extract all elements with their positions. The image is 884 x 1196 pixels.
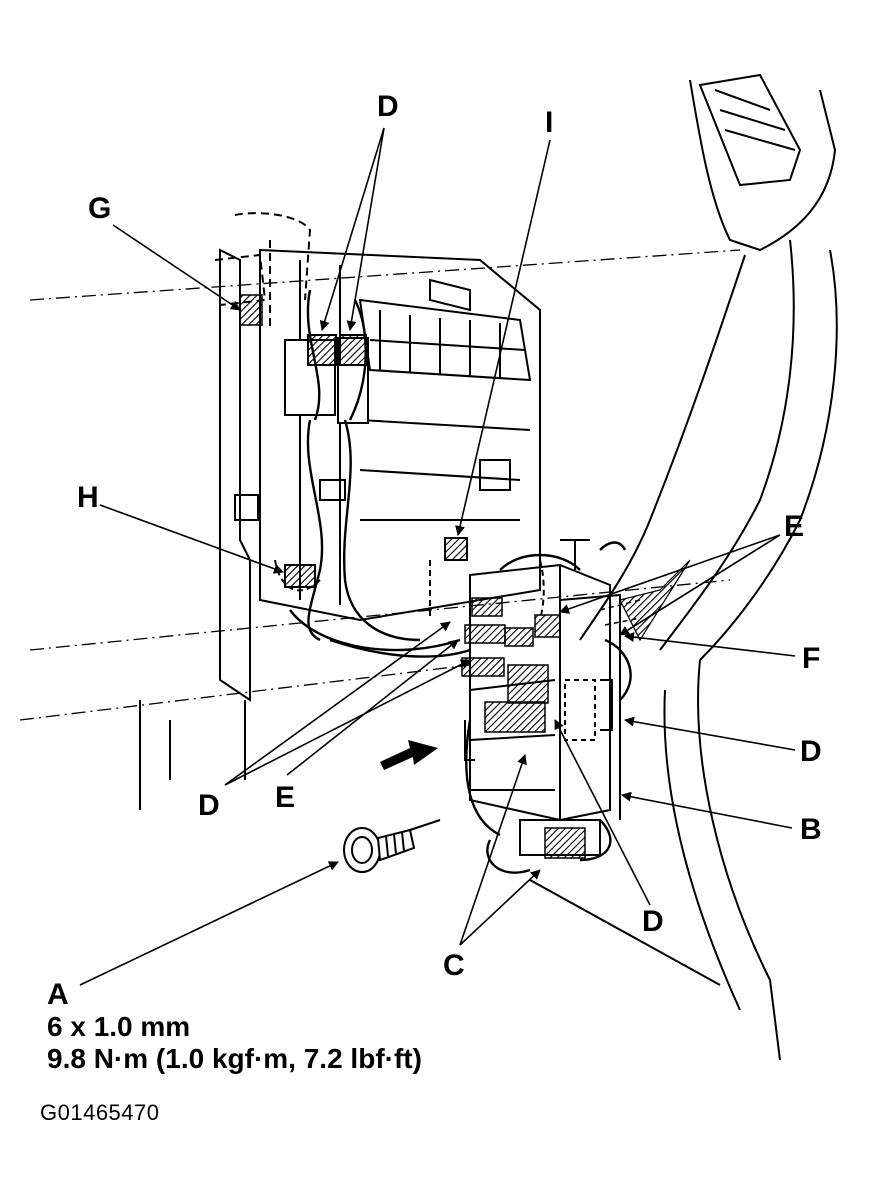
callout-d-left: D: [198, 789, 220, 822]
callout-e-right: E: [784, 510, 805, 543]
reference-lines: [19, 249, 741, 721]
body-panel: [579, 73, 838, 1061]
callout-b: B: [800, 813, 822, 846]
callout-h: H: [77, 481, 99, 514]
bolt-a: [343, 819, 441, 873]
bolt-size: 6 x 1.0 mm: [47, 1011, 191, 1042]
leader-lines: [79, 127, 796, 986]
clip-h: [274, 559, 321, 592]
callout-a: A: [47, 978, 69, 1011]
fuse-box-housing: [139, 248, 541, 810]
bolt-torque: 9.8 N·m (1.0 kgf·m, 7.2 lbf·ft): [47, 1043, 422, 1074]
clip-i: [429, 537, 468, 620]
clip-g-outline: [214, 212, 312, 330]
removal-direction-arrow: [380, 740, 438, 770]
connectors-b: [461, 597, 586, 859]
callout-e-left: E: [275, 781, 296, 814]
figure-id: G01465470: [40, 1100, 160, 1125]
callout-f: F: [802, 642, 821, 675]
callout-d-top: D: [377, 90, 399, 123]
callout-d-bottom: D: [642, 905, 664, 938]
callout-d-right: D: [800, 735, 822, 768]
wiring-harness: [289, 289, 632, 874]
clip-g: [239, 294, 263, 326]
callout-i: I: [545, 106, 554, 139]
callout-g: G: [88, 192, 112, 225]
callout-c: C: [443, 949, 465, 982]
